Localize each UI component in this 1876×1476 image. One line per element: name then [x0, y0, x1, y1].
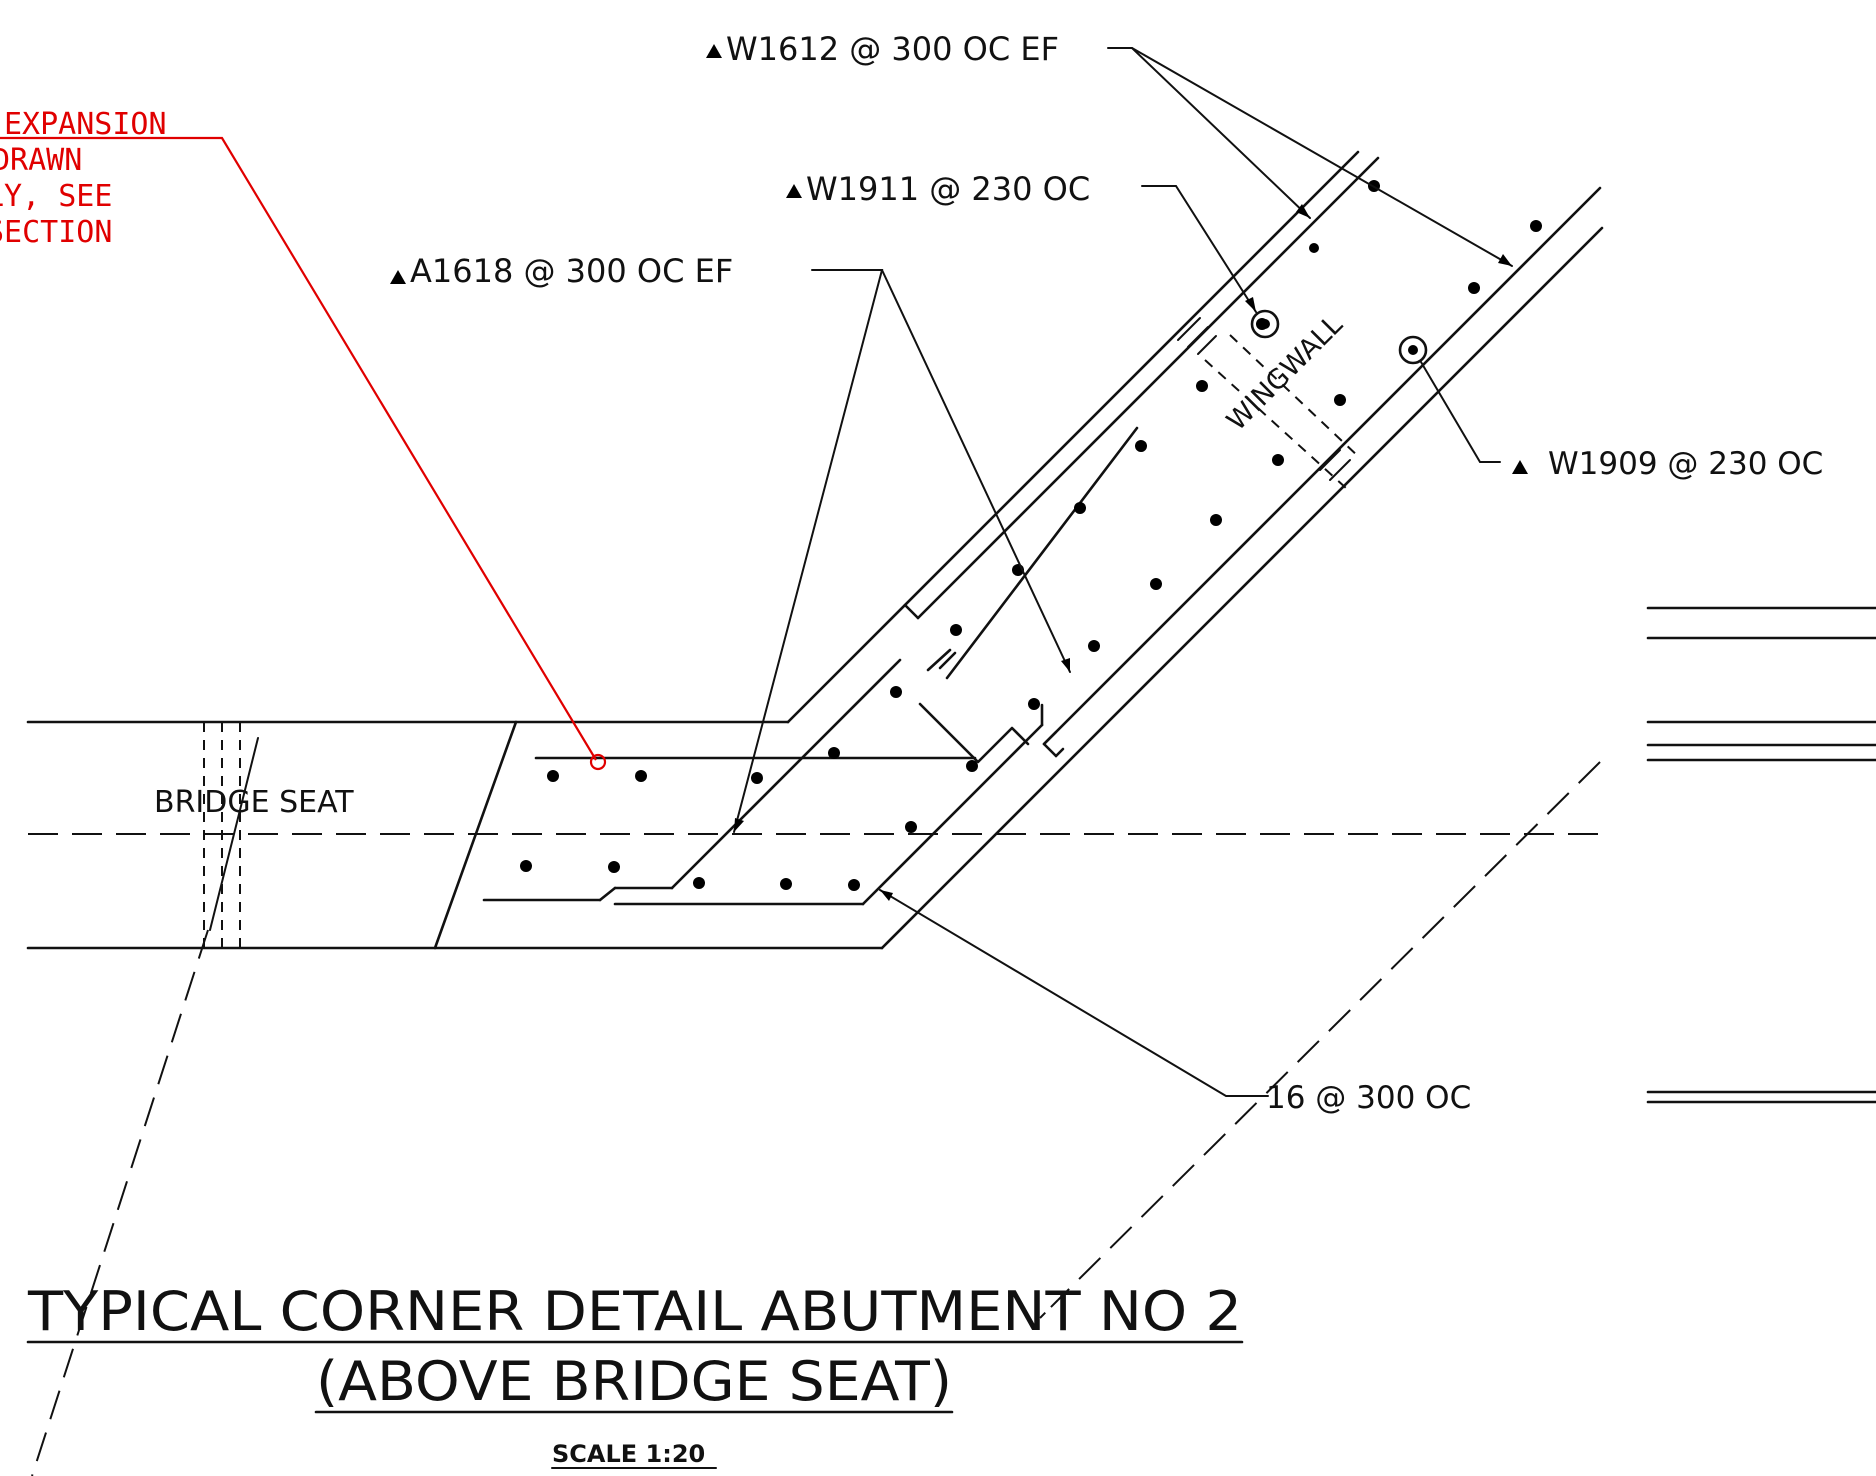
note-line-1: EXPANSION [4, 107, 167, 142]
rebar-bars [482, 426, 1139, 906]
note-leader [0, 136, 607, 771]
expansion-note: EXPANSION DRAWN LY, SEE SECTION [0, 107, 167, 250]
callout-16: 16 @ 300 OC [1266, 1080, 1471, 1116]
bridge-seat-label: BRIDGE SEAT [154, 785, 354, 820]
triangle-marker-icon [786, 184, 802, 198]
note-line-3: LY, SEE [0, 179, 112, 214]
triangle-marker-icon [1512, 460, 1528, 474]
wingwall-joint-lines [1177, 317, 1361, 491]
callout-16-text: 16 @ 300 OC [1266, 1080, 1471, 1116]
skew-lines [31, 761, 1601, 1476]
bridge-seat-joint [203, 722, 259, 948]
bar-target-circles [1250, 309, 1428, 365]
callout-w1911: W1911 @ 230 OC [786, 170, 1090, 208]
rebar-dots [520, 180, 1542, 891]
callout-w1909-text: W1909 @ 230 OC [1548, 446, 1823, 482]
callout-w1612: W1612 @ 300 OC EF [706, 30, 1059, 68]
note-line-2: DRAWN [0, 143, 82, 178]
wingwall-outline [786, 150, 1604, 950]
note-line-4: SECTION [0, 215, 112, 250]
callout-w1909: W1909 @ 230 OC [1512, 446, 1823, 482]
callout-w1612-text: W1612 @ 300 OC EF [726, 30, 1059, 68]
title-block: TYPICAL CORNER DETAIL ABUTMENT NO 2 (ABO… [26, 1280, 1244, 1469]
wingwall-label: WINGWALL [1221, 309, 1349, 437]
triangle-marker-icon [390, 270, 406, 284]
callout-a1618: A1618 @ 300 OC EF [390, 252, 733, 290]
scale-label: SCALE 1:20 [552, 1440, 705, 1468]
title-line-1: TYPICAL CORNER DETAIL ABUTMENT NO 2 [27, 1280, 1242, 1343]
triangle-marker-icon [706, 44, 722, 58]
callout-a1618-text: A1618 @ 300 OC EF [410, 252, 733, 290]
bridge-seat-outline [26, 606, 1876, 1104]
leader-lines [733, 47, 1513, 1097]
callout-w1911-text: W1911 @ 230 OC [806, 170, 1090, 208]
title-line-2: (ABOVE BRIDGE SEAT) [316, 1350, 952, 1413]
